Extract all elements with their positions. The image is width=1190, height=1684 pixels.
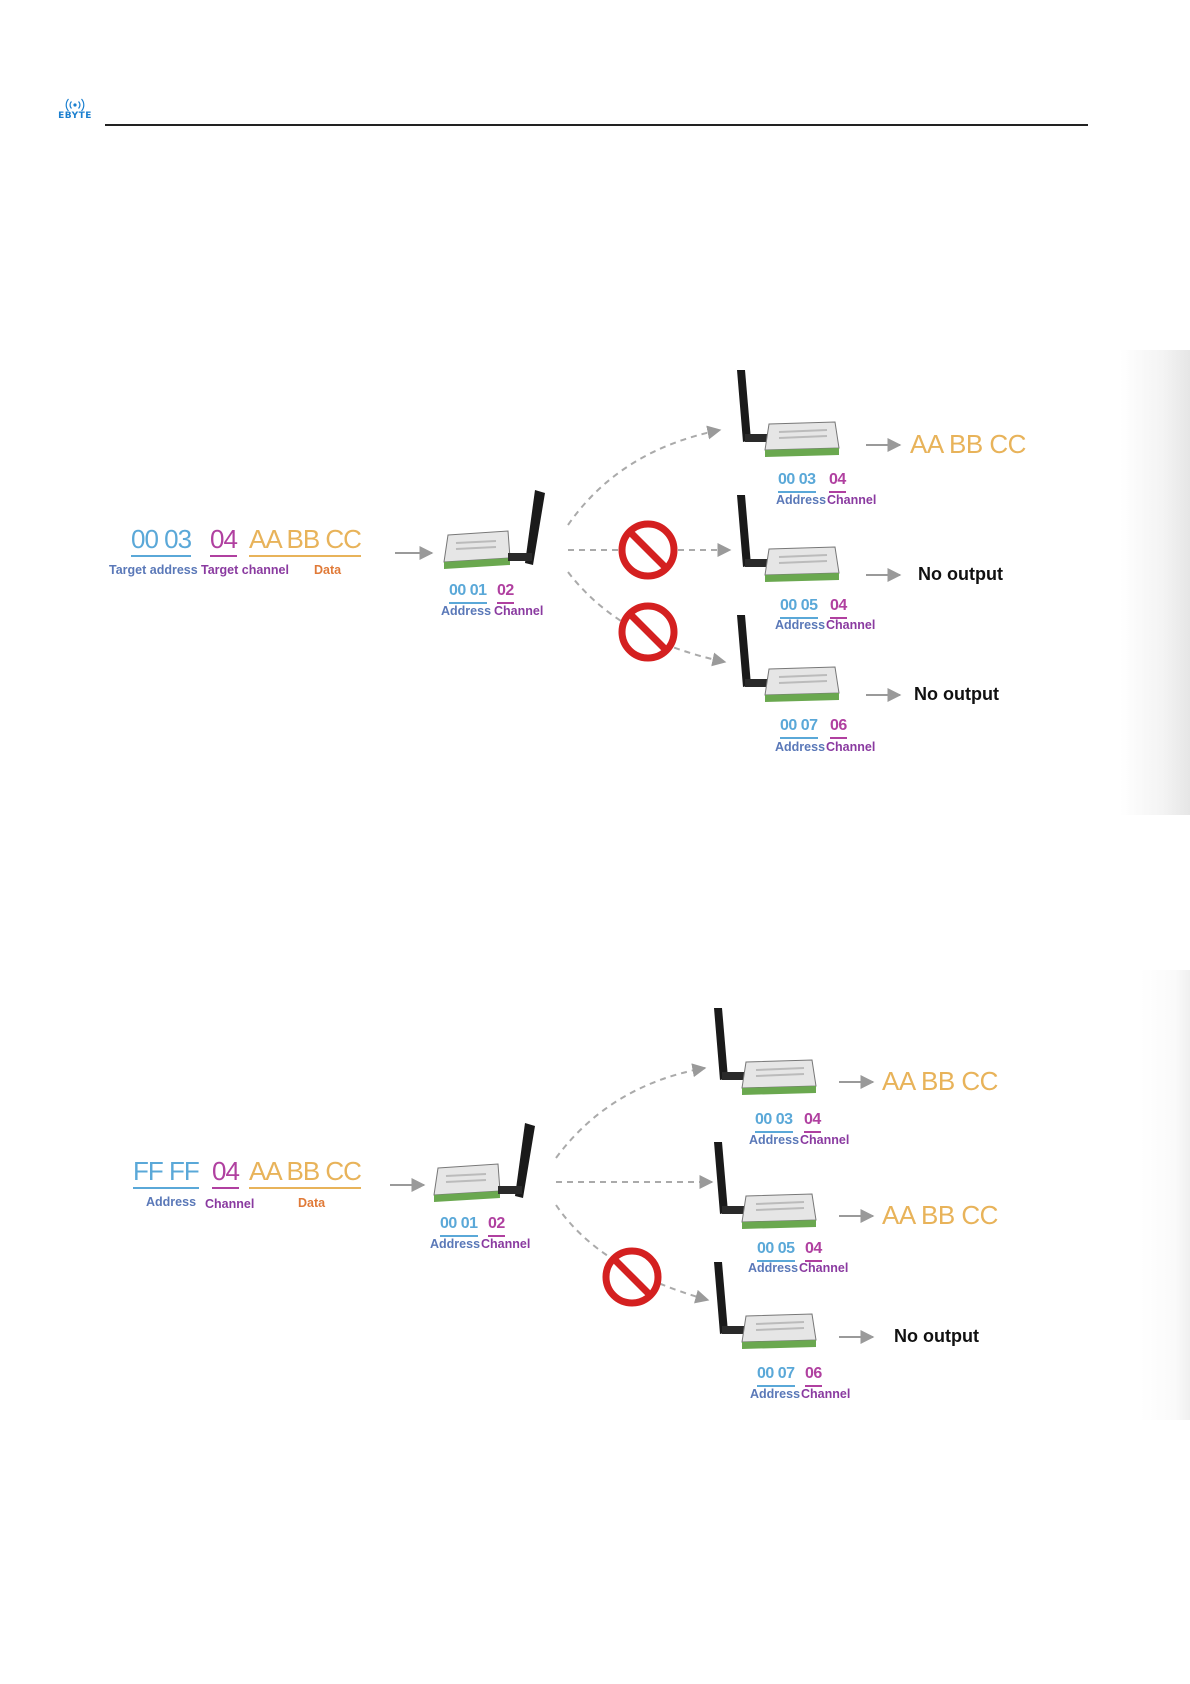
packet-data: AA BB CC bbox=[249, 1158, 362, 1189]
packet-data: AA BB CC bbox=[249, 526, 362, 557]
sender-address: 00 01 bbox=[449, 583, 487, 604]
diagram-broadcast: FF FF 04 AA BB CC Address Channel Data 0… bbox=[0, 970, 1190, 1420]
receiver-3-output: No output bbox=[914, 684, 999, 704]
ebyte-logo: EBYTE bbox=[52, 97, 98, 125]
receiver-2-output: No output bbox=[918, 564, 1003, 584]
panel-shade bbox=[1140, 970, 1190, 1420]
receiver-3-address: 00 07 bbox=[780, 718, 818, 739]
no-entry-icon bbox=[618, 602, 678, 662]
receiver-3-address-label: Address bbox=[750, 1387, 801, 1401]
sender-channel: 02 bbox=[488, 1216, 505, 1237]
path-to-receiver-1 bbox=[555, 1063, 707, 1159]
no-entry-icon bbox=[618, 520, 678, 580]
receiver-3-channel: 06 bbox=[830, 718, 847, 739]
packet-address: FF FF bbox=[133, 1158, 200, 1189]
receiver-2-channel: 04 bbox=[805, 1241, 822, 1262]
packet-data-label: Data bbox=[298, 1196, 326, 1210]
receiver-1-channel-label: Channel bbox=[800, 1133, 850, 1147]
sender-address-label: Address bbox=[441, 604, 492, 618]
receiver-1-address: 00 03 bbox=[778, 472, 816, 493]
wireless-module-icon bbox=[737, 615, 840, 702]
sender-address: 00 01 bbox=[440, 1216, 478, 1237]
packet-channel: 04 bbox=[210, 526, 238, 557]
transmission-paths bbox=[395, 425, 902, 702]
receiver-2-address-label: Address bbox=[775, 618, 826, 632]
receiver-3-channel-label: Channel bbox=[826, 740, 876, 754]
receiver-1-channel: 04 bbox=[829, 472, 846, 493]
receiver-1-address: 00 03 bbox=[755, 1112, 793, 1133]
transmission-paths bbox=[390, 1063, 875, 1344]
no-entry-icon bbox=[602, 1247, 662, 1307]
packet-channel-label: Target channel bbox=[201, 563, 289, 577]
receiver-2-channel-label: Channel bbox=[826, 618, 876, 632]
receiver-1-output: AA BB CC bbox=[882, 1066, 998, 1096]
receiver-3-channel: 06 bbox=[805, 1366, 822, 1387]
diagram-point-to-point: 00 03 04 AA BB CC Target address Target … bbox=[0, 350, 1190, 815]
path-to-receiver-1 bbox=[567, 425, 722, 526]
wireless-module-icon bbox=[737, 370, 840, 457]
wireless-module-icon bbox=[737, 495, 840, 582]
receiver-2-address: 00 05 bbox=[757, 1241, 795, 1262]
sender-channel-label: Channel bbox=[494, 604, 544, 618]
receiver-2-address-label: Address bbox=[748, 1261, 799, 1275]
antenna-wave-icon bbox=[65, 98, 85, 111]
wireless-module-icon bbox=[714, 1142, 817, 1229]
header-rule bbox=[105, 124, 1088, 126]
packet-address-label: Target address bbox=[109, 563, 198, 577]
sender-channel-label: Channel bbox=[481, 1237, 531, 1251]
receiver-1-output: AA BB CC bbox=[910, 429, 1026, 459]
logo-text: EBYTE bbox=[58, 111, 92, 121]
packet-address-label: Address bbox=[146, 1195, 197, 1209]
panel-shade bbox=[1120, 350, 1190, 815]
receiver-3-address: 00 07 bbox=[757, 1366, 795, 1387]
receiver-1-address-label: Address bbox=[749, 1133, 800, 1147]
receiver-2-channel-label: Channel bbox=[799, 1261, 849, 1275]
receiver-1-channel: 04 bbox=[804, 1112, 821, 1133]
receiver-2-address: 00 05 bbox=[780, 598, 818, 619]
receiver-3-output: No output bbox=[894, 1326, 979, 1346]
packet-data-label: Data bbox=[314, 563, 342, 577]
packet-channel: 04 bbox=[212, 1158, 240, 1189]
wireless-module-icon bbox=[443, 490, 545, 569]
wireless-module-icon bbox=[714, 1262, 817, 1349]
sender-address-label: Address bbox=[430, 1237, 481, 1251]
receiver-3-channel-label: Channel bbox=[801, 1387, 851, 1401]
receiver-1-address-label: Address bbox=[776, 493, 827, 507]
receiver-1-channel-label: Channel bbox=[827, 493, 877, 507]
sender-channel: 02 bbox=[497, 583, 514, 604]
packet-address: 00 03 bbox=[131, 526, 192, 557]
wireless-module-icon bbox=[433, 1123, 535, 1202]
receiver-2-output: AA BB CC bbox=[882, 1200, 998, 1230]
wireless-module-icon bbox=[714, 1008, 817, 1095]
packet-channel-label: Channel bbox=[205, 1197, 255, 1211]
receiver-2-channel: 04 bbox=[830, 598, 847, 619]
receiver-3-address-label: Address bbox=[775, 740, 826, 754]
